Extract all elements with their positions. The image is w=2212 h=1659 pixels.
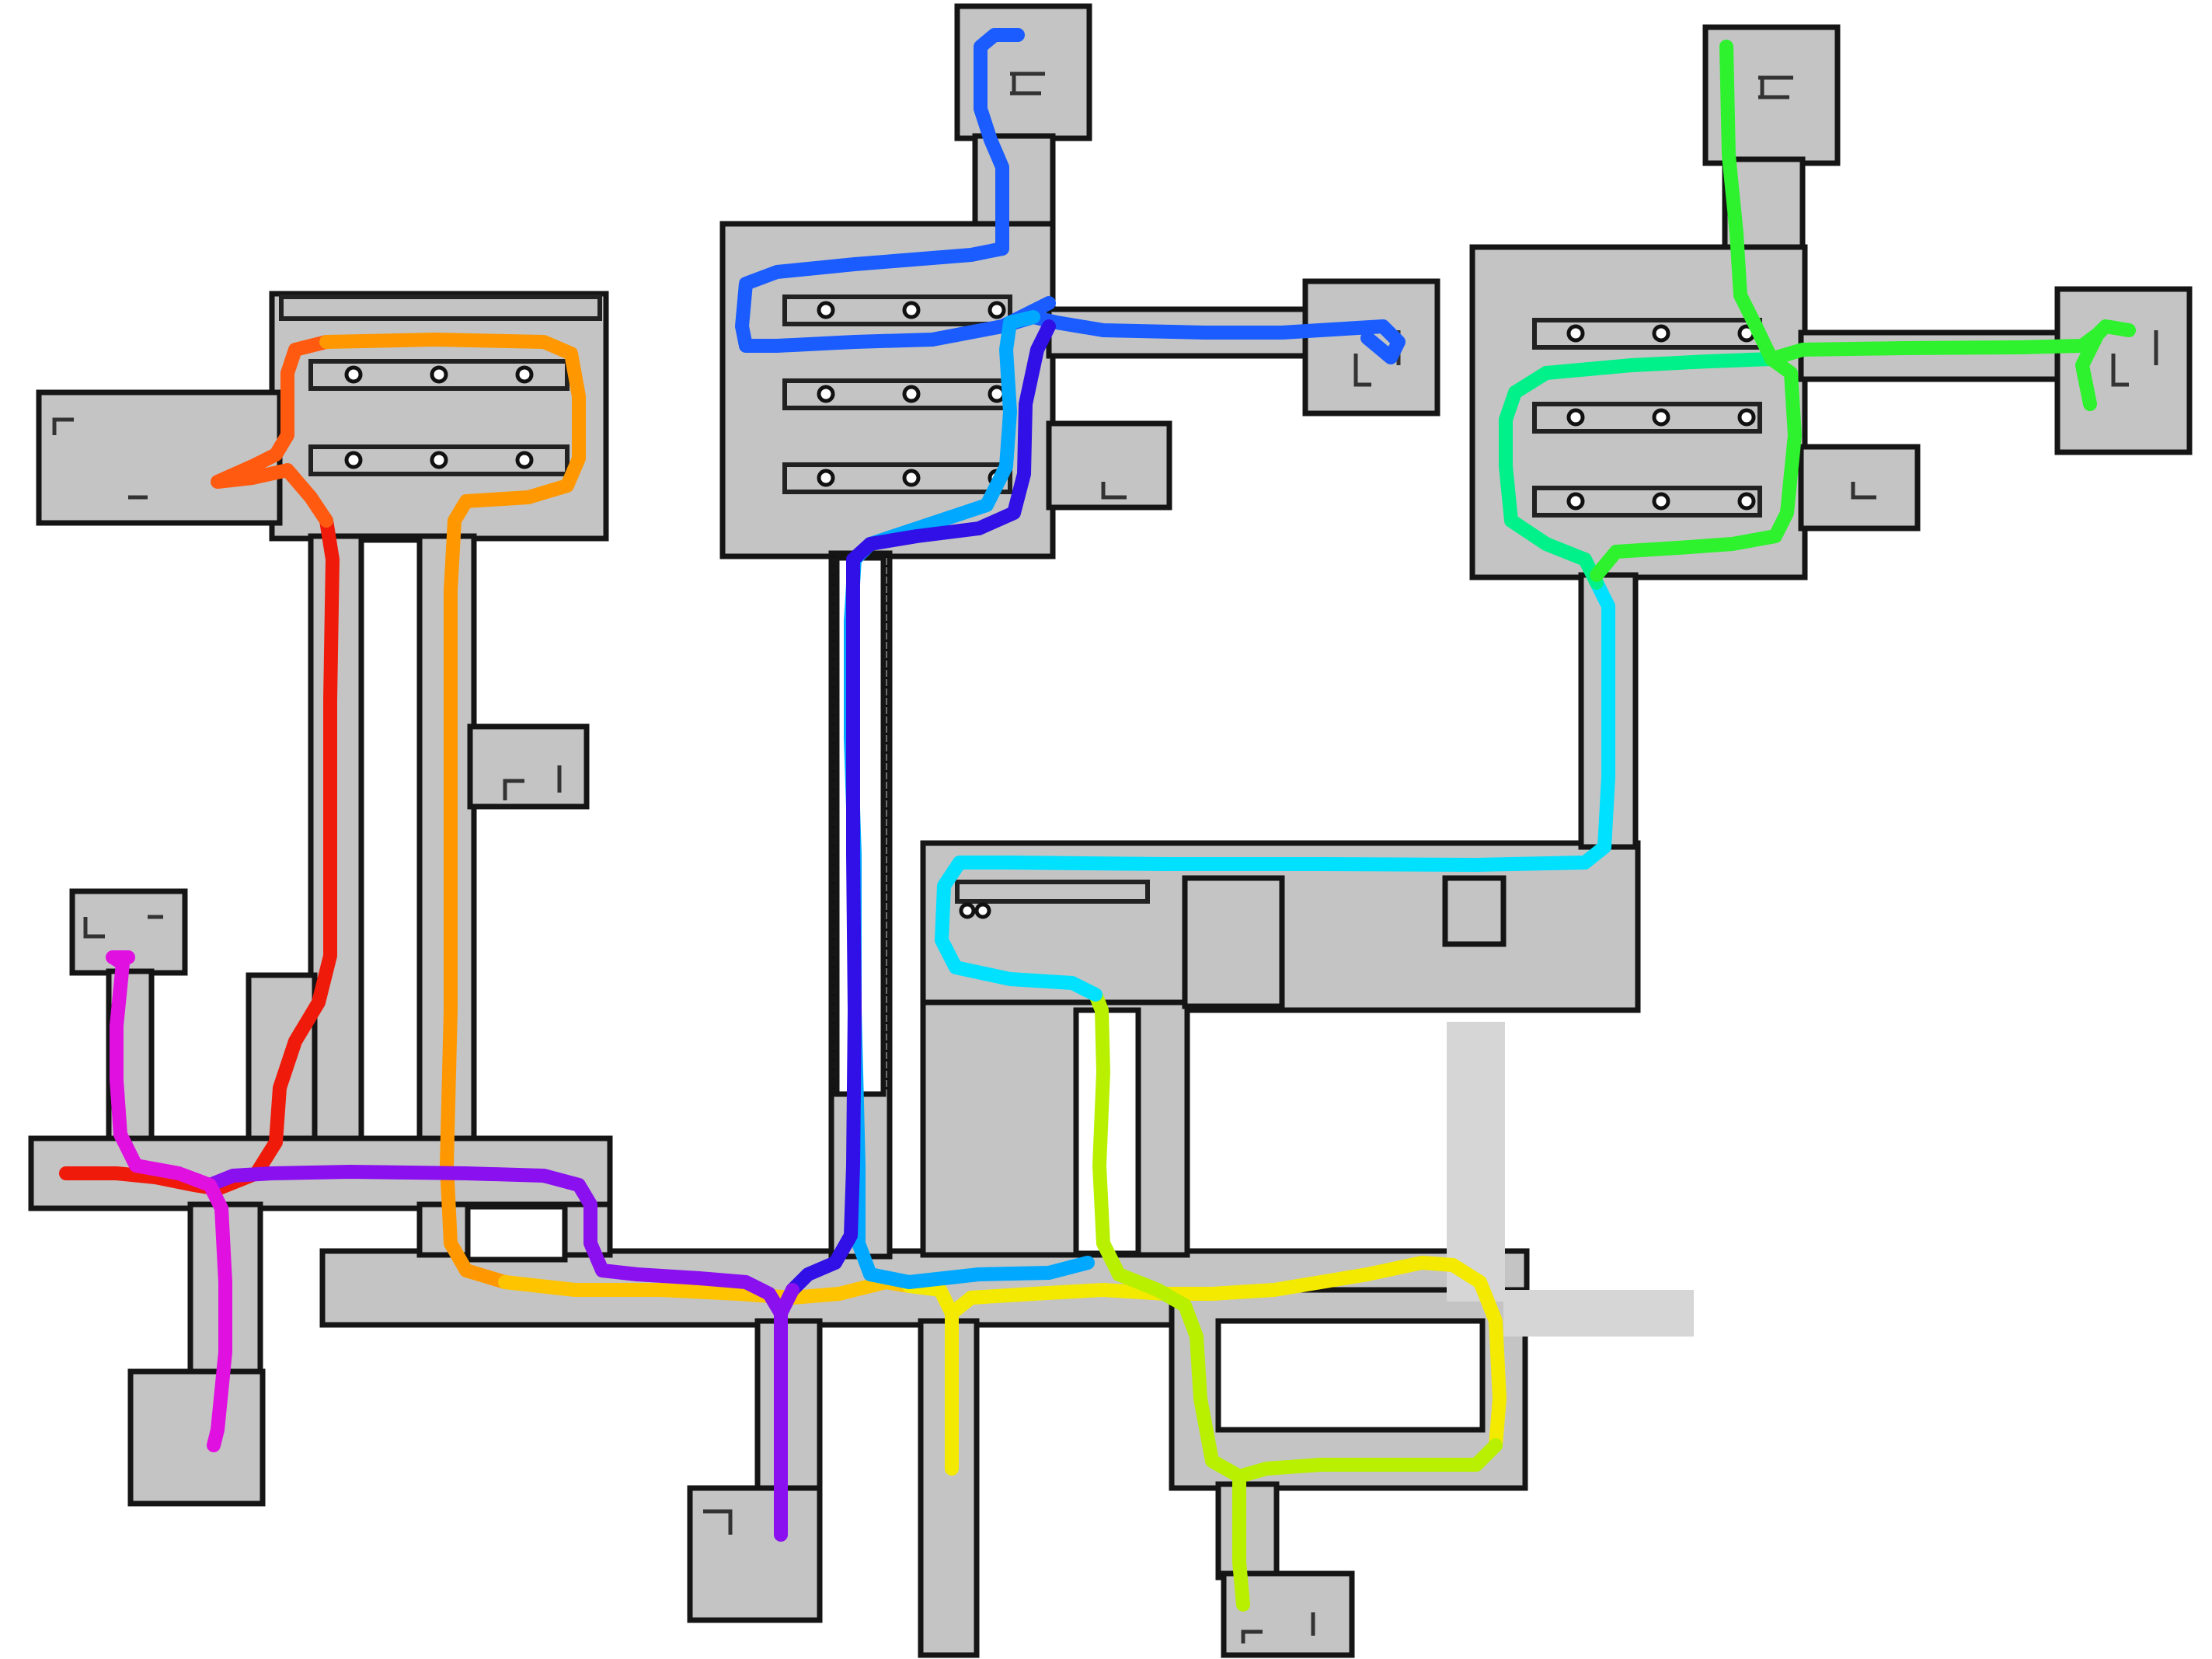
- obstacles: [358, 537, 1486, 1433]
- path-segment-magenta: [106, 950, 232, 1452]
- path-segment-cyan: [935, 576, 1615, 1002]
- void-west-box: [465, 1204, 568, 1263]
- path-segment-spring-green: [1499, 352, 1778, 590]
- alcove-center-south: [1046, 420, 1172, 511]
- robot-trajectory: [59, 28, 2136, 1612]
- room-far-left: [36, 389, 283, 526]
- room-center-east: [1302, 278, 1440, 416]
- alcove-middle-east: [1182, 875, 1285, 1009]
- void-left-corridor: [358, 537, 423, 1141]
- path-segment-red: [59, 514, 340, 1196]
- room-middle-south: [920, 999, 1190, 1258]
- open-area-east-vertical: [1447, 1022, 1505, 1302]
- path-segment-violet: [203, 1165, 799, 1542]
- seat-rows-center: [782, 295, 1012, 494]
- path-segment-orange: [319, 333, 586, 1289]
- alcove-middle-stub: [1442, 875, 1507, 947]
- seat-rows-left: [279, 295, 602, 476]
- open-area-east-horizontal: [1503, 1290, 1694, 1337]
- small-glyphs: [52, 71, 2158, 1643]
- room-bottom-left: [127, 1368, 266, 1507]
- alcove-right-south: [1798, 444, 1921, 532]
- path-segment-orange-red: [211, 335, 333, 528]
- path-segment-indigo: [786, 319, 1056, 1297]
- corridor-southeast: [1215, 1481, 1280, 1581]
- path-segment-green: [1590, 40, 2136, 582]
- middle-room-bench: [955, 880, 1150, 919]
- path-segment-yellow: [902, 1256, 1507, 1476]
- corridor-north-center: [972, 133, 1056, 228]
- corridor-south-center: [754, 1318, 823, 1495]
- alcove-left-east: [467, 723, 590, 810]
- path-segment-yellow-green: [1089, 988, 1503, 1612]
- room-south-center: [687, 1485, 823, 1623]
- void-southeast-box: [1215, 1318, 1486, 1433]
- floor-areas: [28, 3, 2193, 1658]
